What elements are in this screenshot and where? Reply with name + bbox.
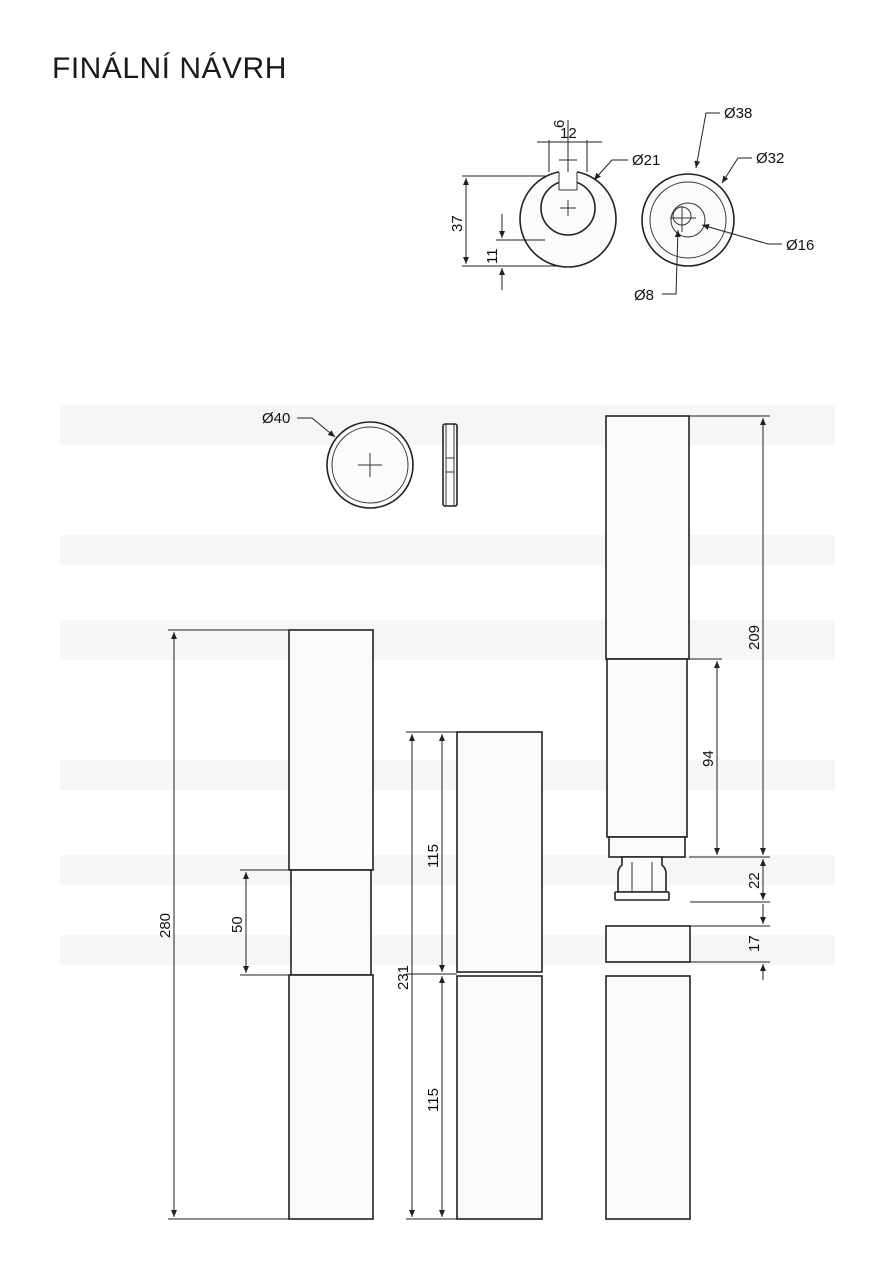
exploded-view: 209 94 22 17 bbox=[605, 415, 770, 1220]
dim-label-d38: Ø38 bbox=[724, 105, 752, 122]
dim-label-115-lower: 115 bbox=[425, 1088, 442, 1112]
dim-label-d8: Ø8 bbox=[634, 287, 654, 304]
exploded-sleeve bbox=[606, 658, 688, 838]
cap-view: Ø40 bbox=[262, 410, 458, 509]
circle-d16 bbox=[670, 202, 706, 238]
exploded-lower-barrel bbox=[605, 975, 691, 1220]
background-bands bbox=[60, 405, 835, 965]
lower-barrel bbox=[288, 974, 374, 1220]
middle-section bbox=[290, 869, 372, 976]
lower-leaf bbox=[456, 975, 543, 1220]
outer-circle-d38 bbox=[641, 173, 735, 267]
upper-barrel bbox=[288, 629, 374, 871]
circle-d32 bbox=[649, 181, 727, 259]
exploded-washer bbox=[605, 925, 691, 963]
cap-side-view bbox=[442, 423, 458, 507]
dim-label-50: 50 bbox=[229, 916, 246, 933]
dim-label-11: 11 bbox=[484, 248, 501, 264]
dim-label-280: 280 bbox=[157, 913, 174, 938]
exploded-pin bbox=[617, 856, 667, 893]
dim-label-22: 22 bbox=[746, 872, 763, 889]
two-leaves: 231 115 115 bbox=[395, 731, 543, 1220]
dim-label-d40: Ø40 bbox=[262, 410, 290, 427]
top-view-slotted-ring: 6 12 Ø21 37 11 bbox=[449, 120, 660, 290]
exploded-pin-base bbox=[614, 891, 670, 901]
dim-label-d21: Ø21 bbox=[632, 152, 660, 169]
dim-label-209: 209 bbox=[746, 625, 763, 650]
dim-label-d32: Ø32 bbox=[756, 150, 784, 167]
dim-label-37: 37 bbox=[449, 215, 466, 232]
top-view-concentric: Ø38 Ø32 Ø16 Ø8 bbox=[634, 105, 814, 304]
dim-label-d16: Ø16 bbox=[786, 237, 814, 254]
exploded-collar bbox=[608, 836, 686, 858]
page-title: FINÁLNÍ NÁVRH bbox=[52, 52, 287, 85]
dim-label-94: 94 bbox=[700, 750, 717, 767]
assembled-hinge: 280 50 bbox=[157, 629, 374, 1220]
dim-label-6: 6 bbox=[551, 120, 568, 128]
dim-label-115-upper: 115 bbox=[425, 844, 442, 868]
dim-label-17: 17 bbox=[746, 935, 763, 952]
upper-leaf bbox=[456, 731, 543, 973]
exploded-upper-barrel bbox=[605, 415, 690, 660]
dim-label-12: 12 bbox=[560, 125, 577, 142]
dim-label-231: 231 bbox=[395, 965, 412, 990]
